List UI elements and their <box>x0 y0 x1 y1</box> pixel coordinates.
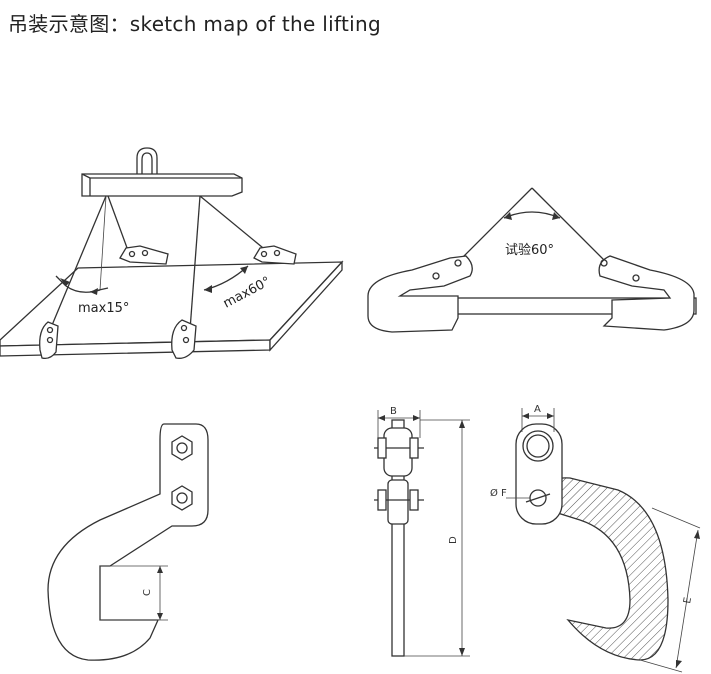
test-clamp-right <box>598 255 695 331</box>
label-dim-a: A <box>534 404 541 415</box>
dimension-d: D <box>404 419 470 657</box>
label-dim-e: E <box>682 596 694 604</box>
bolt-lower <box>171 485 193 511</box>
clamp-rear-right <box>253 245 297 265</box>
label-dim-f: Ø F <box>490 487 507 499</box>
label-dim-d: D <box>448 536 459 544</box>
page-title: 吊装示意图：sketch map of the lifting <box>8 12 381 36</box>
bolt-upper <box>171 435 193 461</box>
plate-lifting-scene: max15° max60° <box>0 147 344 360</box>
label-dim-c: C <box>142 589 153 596</box>
angle-marker-15 <box>55 275 109 295</box>
steel-plate <box>0 260 344 357</box>
dimension-c: C <box>100 565 168 621</box>
clamp-side-view: C <box>47 423 209 661</box>
dimension-a: A <box>521 404 555 432</box>
test-clamp-left <box>367 255 473 333</box>
spreader-beam <box>81 173 243 197</box>
dimension-b: B <box>377 406 421 438</box>
clamp-section-view: A Ø F E <box>490 404 701 673</box>
hatched-section <box>519 477 669 661</box>
lifting-eye <box>136 147 158 175</box>
label-test60: 试验60° <box>505 242 554 258</box>
angle-marker-60 <box>203 265 249 293</box>
clamp-front-right <box>171 319 197 359</box>
label-max15: max15° <box>78 301 129 316</box>
dimension-e: E <box>639 507 701 673</box>
clamp-rear-left <box>119 245 169 265</box>
label-dim-b: B <box>390 406 397 417</box>
lifting-chains <box>49 195 269 331</box>
clamp-front-view: B D <box>374 406 470 657</box>
dimension-f: Ø F <box>490 487 530 499</box>
clamp-front-left <box>39 321 59 360</box>
front-body <box>391 419 405 657</box>
test-lifting-scene: 试验60° <box>367 187 697 333</box>
